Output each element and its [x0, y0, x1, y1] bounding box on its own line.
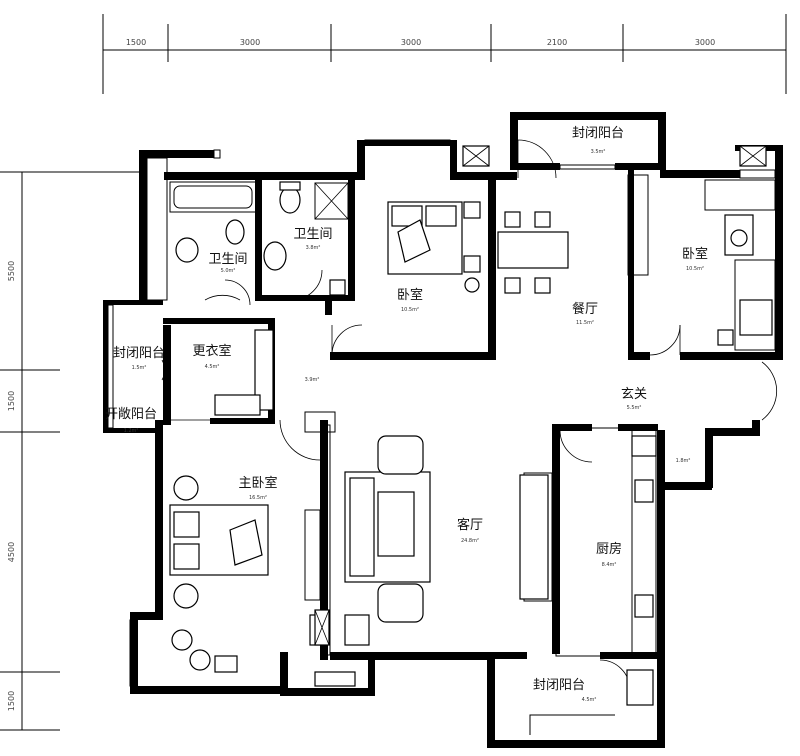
area-bedroom-mid: 10.5m² [401, 307, 419, 313]
tv-cabinet-icon [519, 474, 549, 600]
label-master-bedroom: 主卧室 [238, 475, 277, 491]
label-dressing-room: 更衣室 [192, 343, 231, 359]
area-bedroom-right: 10.5m² [686, 266, 704, 272]
stove-icon [634, 479, 654, 503]
area-dining: 11.5m² [576, 320, 594, 326]
top-dim-2: 3000 [240, 38, 260, 47]
windows [107, 139, 776, 687]
partitions [146, 157, 776, 657]
washing-machine-icon [464, 277, 480, 293]
area-master-bedroom: 16.5m² [249, 495, 267, 501]
label-dining: 餐厅 [572, 301, 598, 317]
area-living-room: 24.8m² [461, 538, 479, 544]
top-dim-1: 1500 [126, 38, 146, 47]
vent-boxes [314, 145, 767, 646]
top-dim-3: 3000 [401, 38, 421, 47]
room-labels: 封闭阳台 3.5m² 卫生间 5.0m² 卫生间 3.8m² 卧室 10.5m²… [105, 126, 708, 703]
toilet-icon [225, 219, 245, 245]
area-small-space: 1.8m² [676, 458, 691, 464]
label-sealed-balcony-left: 封闭阳台 [113, 346, 165, 361]
left-dim-2: 1500 [7, 391, 16, 411]
top-dimension-line: 1500 3000 3000 2100 3000 [102, 14, 787, 94]
area-bathroom-2: 3.8m² [306, 245, 321, 251]
bed-icon [739, 299, 773, 336]
label-open-balcony: 开敞阳台 [105, 406, 157, 422]
label-bedroom-mid: 卧室 [397, 287, 423, 303]
toilet-icon [175, 237, 199, 263]
area-open-balcony: 1.2m² [124, 428, 139, 434]
furniture [169, 181, 773, 735]
top-dim-5: 3000 [695, 38, 715, 47]
label-sealed-balcony-bottom: 封闭阳台 [533, 678, 585, 693]
area-entrance: 5.5m² [627, 405, 642, 411]
area-sealed-balcony-bottom: 4.5m² [582, 697, 597, 703]
area-kitchen: 8.4m² [602, 562, 617, 568]
area-dressing-room: 4.5m² [205, 364, 220, 370]
dining-table-icon [497, 231, 569, 269]
label-entrance: 玄关 [621, 387, 647, 402]
label-kitchen: 厨房 [596, 541, 622, 557]
area-corridor: 3.9m² [305, 377, 320, 383]
coffee-table-icon [377, 491, 415, 557]
top-dim-4: 2100 [547, 38, 567, 47]
sink-icon [263, 241, 287, 271]
left-dim-1: 5500 [7, 261, 16, 281]
nightstand-icon [173, 475, 199, 501]
label-sealed-balcony-top: 封闭阳台 [572, 126, 624, 141]
area-sealed-balcony-left: 1.5m² [132, 365, 147, 371]
area-bathroom-1: 5.0m² [221, 268, 236, 274]
label-living-room: 客厅 [457, 517, 483, 533]
left-dim-4: 1500 [7, 691, 16, 711]
area-sealed-balcony-top: 3.5m² [591, 149, 606, 155]
label-bathroom-2: 卫生间 [293, 227, 332, 242]
nightstand-icon [173, 583, 199, 609]
sink-icon [634, 594, 654, 618]
label-bedroom-right: 卧室 [682, 246, 708, 262]
toilet-icon [279, 186, 301, 214]
label-bathroom-1: 卫生间 [208, 252, 247, 267]
left-dimension-line: 5500 1500 4500 1500 [0, 171, 140, 731]
left-dim-3: 4500 [7, 542, 16, 562]
